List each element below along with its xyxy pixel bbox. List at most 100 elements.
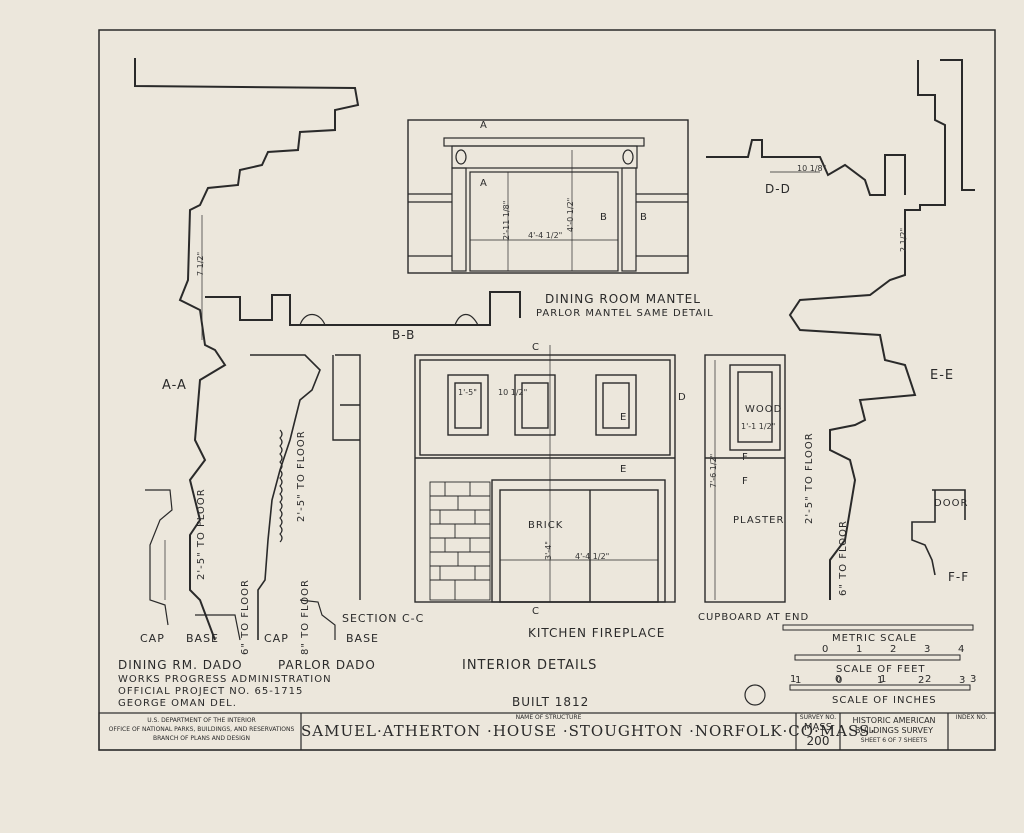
cut-d: D [678,392,687,403]
to-floor-5: 2'-5" TO FLOOR [804,432,815,524]
feet-scale-label: SCALE OF FEET [836,664,926,675]
dim-2: 10 1/8" [797,164,827,173]
scale-tick: 4 [958,644,966,655]
section-c-c [332,354,361,600]
built-label: BUILT 1812 [512,695,590,709]
scale-tick: 1 [880,674,888,685]
name-caption: NAME OF STRUCTURE [515,714,582,721]
to-floor-2: 2'-5" TO FLOOR [296,430,307,522]
habs-line-1: HISTORIC AMERICAN [852,716,936,725]
kitchen-fireplace-label: KITCHEN FIREPLACE [528,626,666,640]
dado-cap-1: CAP [140,632,165,645]
to-floor-3: 6" TO FLOOR [240,579,251,655]
cupboard-elevation [704,354,786,603]
parlor-dado-label: PARLOR DADO [278,658,376,672]
cut-b: B [600,212,608,223]
dado-base-1: BASE [186,632,220,645]
brick-hatch [429,481,491,601]
label-a-a: A-A [162,378,187,393]
dining-mantel-subtitle: PARLOR MANTEL SAME DETAIL [536,308,714,319]
profile-parlor [250,354,321,640]
structure-name: SAMUEL·ATHERTON ·HOUSE ·STOUGHTON ·NORFO… [301,722,877,740]
survey-caption: SURVEY NO. [799,714,837,721]
dining-rm-dado-label: DINING RM. DADO [118,658,243,672]
profile-base [145,489,336,641]
dept-line-1: U.S. DEPARTMENT OF THE INTERIOR [147,717,256,724]
credit-line-3: GEORGE OMAN DEL. [118,698,237,709]
scale-tick: 3 [959,675,967,686]
sheet-number: SHEET 6 OF 7 SHEETS [860,737,928,744]
scale-tick: 0 [836,675,844,686]
scale-tick: 1 [877,675,885,686]
index-caption: INDEX NO. [955,714,988,721]
scale-tick: 2 [925,674,933,685]
dining-mantel-elevation [407,119,689,274]
dado-cap-2: CAP [264,632,289,645]
section-c-c-label: SECTION C-C [342,612,425,625]
cut-e: E [620,412,628,423]
scale-bars [782,624,974,691]
profile-e-e [788,60,946,600]
dim-6: 1'-5" [458,388,477,397]
scale-tick: 3 [970,674,978,685]
cut-c-top: C [532,342,540,353]
profile-f-f [911,489,966,576]
dept-line-2: OFFICE OF NATIONAL PARKS, BUILDINGS, AND… [108,726,295,733]
interior-details-label: INTERIOR DETAILS [462,658,598,673]
survey-number: 200 [806,734,830,748]
dim-10: 7'-6 1/2" [709,453,718,488]
to-floor-6: 6" TO FLOOR [838,520,849,596]
cut-e-2: E [620,464,628,475]
label-b-b: B-B [392,328,416,342]
kitchen-fireplace-elevation [414,354,676,603]
survey-state: MASS [803,722,833,733]
dim-9: 4'-4 1/2" [575,552,610,561]
scale-tick: 1 [795,675,803,686]
cupboard-label: CUPBOARD AT END [698,612,810,623]
cut-a-bottom: A [480,178,488,189]
dining-mantel-title: DINING ROOM MANTEL [545,292,701,306]
profile-parlor-scallops [279,429,283,543]
scale-tick: 0 [835,674,843,685]
label-d-d: D-D [765,182,791,196]
credit-line-1: WORKS PROGRESS ADMINISTRATION [118,674,332,685]
scale-tick: 2 [918,675,926,686]
brick-label: BRICK [528,520,564,531]
credit-line-2: OFFICIAL PROJECT NO. 65-1715 [118,686,304,697]
plaster-label: PLASTER [733,515,785,526]
cut-b-2: B [640,212,648,223]
dimension-lines [164,150,906,602]
profile-bb-detail [299,313,479,326]
seal-icon [744,684,766,706]
dim-1: 7 1/2" [196,251,205,276]
profile-a-a [134,58,360,641]
cut-c-bottom: C [532,606,540,617]
wood-label: WOOD [745,404,783,415]
door-label: DOOR [934,498,969,509]
scale-tick: 1 [856,644,864,655]
scale-tick: 1 [790,674,798,685]
cut-f-2: F [742,476,749,487]
dim-3: 4'-4 1/2" [528,231,563,240]
profile-e-e-outer [940,59,975,191]
dado-base-2: BASE [346,632,380,645]
inch-scale-label: SCALE OF INCHES [832,695,937,706]
scale-tick: 2 [890,644,898,655]
scale-tick: 0 [822,644,830,655]
dim-11: 1'-1 1/2" [741,422,776,431]
dim-12: 2 1/2" [899,227,908,252]
department-block: U.S. DEPARTMENT OF THE INTERIOR OFFICE O… [104,716,299,743]
habs-block: HISTORIC AMERICAN BUILDINGS SURVEY SHEET… [840,716,948,746]
profile-b-b [205,291,521,326]
cut-a-top: A [480,120,488,131]
dept-line-3: BRANCH OF PLANS AND DESIGN [153,735,250,742]
to-floor-1: 2'-5" TO FLOOR [196,488,207,580]
scale-tick: 3 [924,644,932,655]
metric-scale-label: METRIC SCALE [832,633,918,644]
profile-d-d [706,139,906,196]
dim-8: 3'-4" [544,541,553,560]
habs-line-2: BUILDINGS SURVEY [855,726,933,735]
dim-7: 10 1/2" [498,388,528,397]
dim-5: 2'-11 1/8" [502,200,511,240]
